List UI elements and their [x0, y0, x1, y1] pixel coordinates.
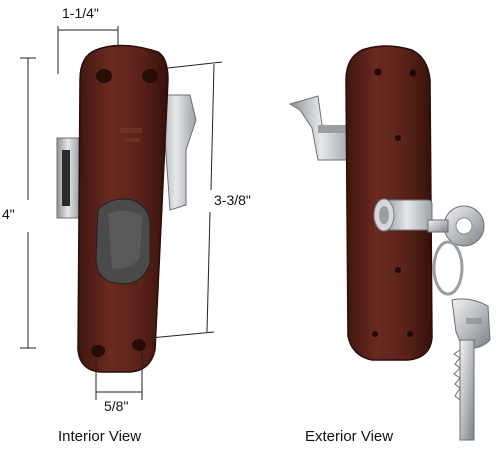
- dimension-inner-height-label: 3-3/8": [214, 192, 251, 208]
- interior-view-caption: Interior View: [58, 428, 142, 445]
- rivet-hole-icon: [372, 331, 378, 337]
- interior-bracket-slot: [62, 150, 70, 206]
- rivet-hole-icon: [395, 135, 401, 141]
- screw-hole-icon: [91, 345, 105, 357]
- interior-dimension-lines: [20, 26, 223, 400]
- rivet-hole-icon: [407, 331, 413, 337]
- screw-hole-icon: [96, 69, 112, 83]
- screw-hole-icon: [132, 339, 146, 351]
- rivet-hole-icon: [409, 69, 417, 77]
- dimension-bottom-width-label: 5/8": [104, 398, 129, 414]
- screw-hole-icon: [142, 69, 158, 83]
- exterior-view-caption: Exterior View: [305, 428, 394, 445]
- dimension-overall-height-label: 4": [2, 206, 15, 222]
- rivet-hole-icon: [395, 267, 401, 273]
- rivet-hole-icon: [374, 68, 382, 76]
- keys-icon: [427, 205, 491, 441]
- interior-view-lock: [56, 44, 197, 373]
- key-cylinder: [373, 198, 433, 232]
- exterior-view-lock: [288, 45, 491, 441]
- embossed-stamp: [120, 128, 142, 142]
- dimension-top-width-label: 1-1/4": [62, 5, 99, 21]
